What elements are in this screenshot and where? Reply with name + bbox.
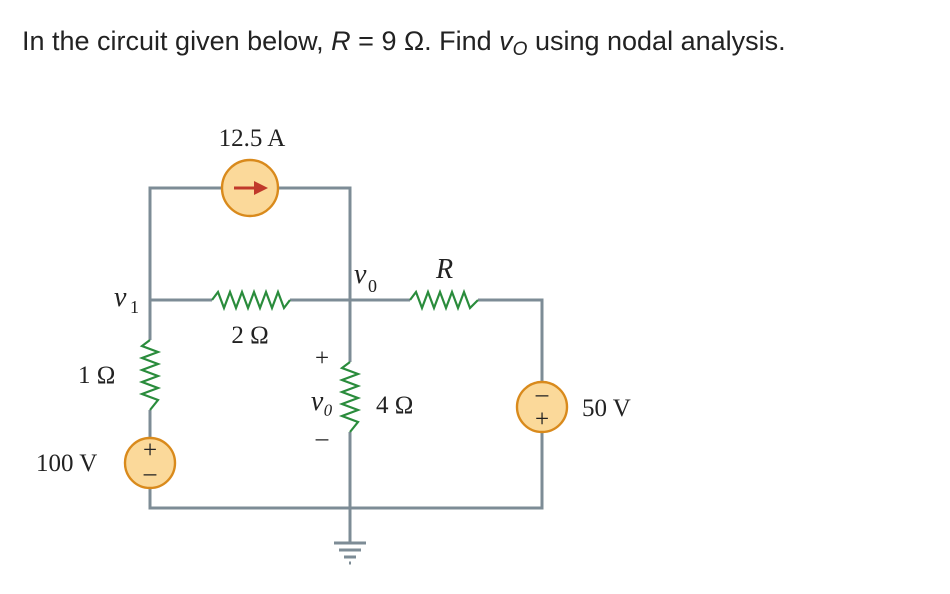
wire-top-loop-right — [278, 186, 352, 300]
current-source-12-5a — [220, 158, 280, 218]
label-vo-minus: – — [315, 425, 329, 452]
source-100v-minus: – — [143, 460, 157, 487]
wire-r-to-right — [478, 298, 544, 382]
label-node-vo-main: v — [354, 259, 367, 290]
label-current-source: 12.5 A — [219, 125, 286, 152]
resistor-4ohm — [338, 361, 362, 433]
resistor-2ohm — [211, 288, 291, 312]
arrow-right-icon — [254, 181, 268, 195]
label-vo-measure: v₀ — [311, 386, 333, 417]
source-50v-plus: + — [535, 406, 549, 433]
question-text: In the circuit given below, R = 9 Ω. Fin… — [22, 26, 786, 60]
question-r-var: R — [331, 26, 351, 56]
label-vo-plus: + — [315, 345, 329, 372]
label-resistor-4ohm: 4 Ω — [376, 392, 413, 419]
question-prefix: In the circuit given below, — [22, 26, 332, 56]
label-node-vo-sub: 0 — [368, 276, 377, 296]
label-resistor-1ohm: 1 Ω — [78, 362, 115, 389]
voltage-source-100v: + – — [123, 436, 177, 490]
wire-top-loop — [148, 186, 222, 300]
label-node-v1-main: v — [114, 282, 127, 313]
question-vo-sub: O — [512, 39, 528, 60]
voltage-source-50v: – + — [515, 380, 569, 434]
label-node-v1-sub: 1 — [130, 297, 139, 317]
question-vo-main: v — [499, 26, 513, 56]
ground-icon — [334, 541, 366, 565]
label-resistor-2ohm: 2 Ω — [231, 322, 268, 349]
question-r-value: = 9 Ω. Find — [350, 26, 500, 56]
wire-right-bottom — [148, 432, 544, 510]
label-source-100v: 100 V — [36, 450, 97, 477]
label-source-50v: 50 V — [582, 395, 631, 422]
source-100v-plus: + — [143, 437, 157, 464]
source-50v-minus: – — [535, 381, 549, 408]
question-suffix: using nodal analysis. — [527, 26, 786, 56]
resistor-r — [409, 288, 479, 312]
resistor-1ohm — [138, 339, 162, 411]
label-resistor-r: R — [435, 254, 453, 285]
circuit-wires — [148, 186, 544, 542]
